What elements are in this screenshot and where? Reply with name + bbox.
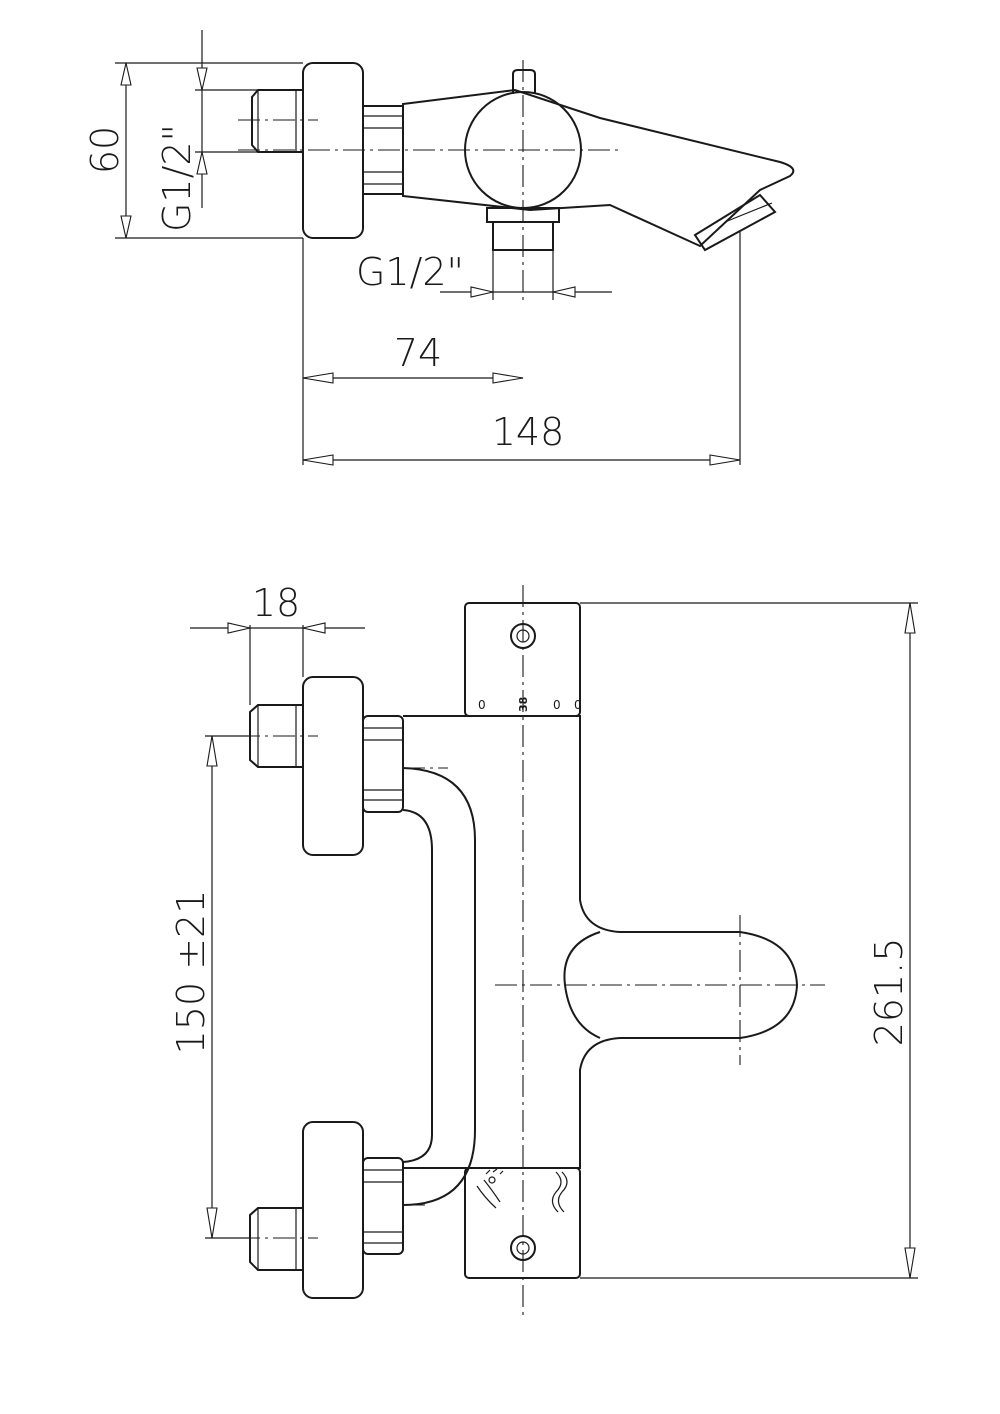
front-view: 0 38 0 0	[169, 581, 918, 1320]
top-inlet-thread	[251, 89, 303, 153]
dim-thread-outlet-label: G1/2"	[356, 250, 464, 294]
upper-hex-nut	[362, 715, 404, 813]
dim-total-width-label: 261.5	[867, 938, 911, 1047]
dim-thread-inlet-label: G1/2"	[155, 124, 199, 232]
lower-hex-nut	[362, 1157, 404, 1255]
dim-inlet-spacing-label: 150 ±21	[169, 890, 213, 1055]
shower-icon	[476, 1168, 504, 1209]
upper-wall-flange	[302, 676, 364, 856]
dim-nut-width-label: 18	[252, 581, 300, 625]
spout-wave-icon	[551, 1171, 568, 1213]
thermostat-scale-2: 0	[553, 698, 561, 712]
connecting-pipe	[402, 767, 476, 1206]
thermostat-scale-0: 0	[478, 698, 486, 712]
top-spout-outlet	[693, 193, 777, 252]
top-body	[402, 88, 795, 248]
dim-depth-label: 148	[492, 410, 565, 454]
dim-center-distance-label: 74	[394, 331, 442, 375]
top-view: 60 G1/2" G1/2" 74 148	[83, 30, 795, 466]
lower-wall-flange	[302, 1121, 364, 1299]
top-handle-tab	[512, 69, 536, 94]
front-body	[403, 715, 799, 1169]
dim-height-label: 60	[83, 126, 127, 174]
thermostat-scale-3: 0	[574, 698, 582, 712]
